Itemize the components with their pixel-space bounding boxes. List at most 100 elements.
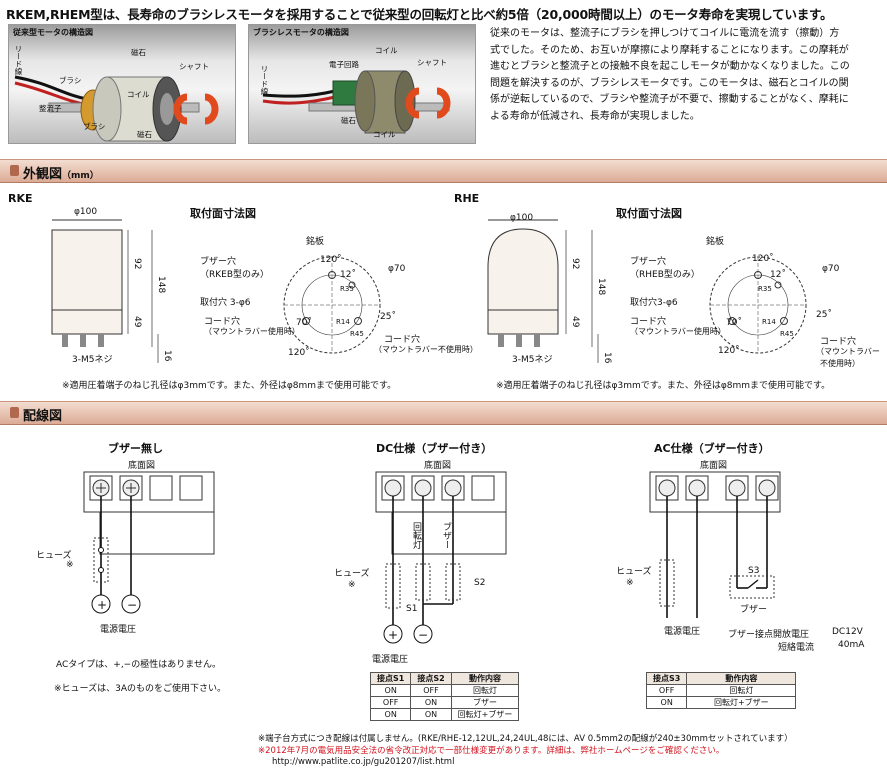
magnet-label-2: 磁石 — [137, 130, 152, 139]
intro-line: 問題を解決するのが、ブラシレスモータです。このモータは、磁石とコイルの関 — [490, 77, 849, 89]
rhe-angle-25: 25˚ — [816, 310, 832, 320]
rke-phi70: φ70 — [388, 264, 406, 274]
wiring-ac-buzzer: ブザー — [740, 605, 768, 615]
wiring-ac-title: AC仕様（ブザー付き） — [654, 442, 770, 455]
rhe-r45: R45 — [780, 330, 794, 338]
rke-cord-hole-note: （マウントラバー使用時） — [204, 327, 300, 336]
intro-line: 進むとブラシと整流子との接触不良を起こしモータが動かなくなりました。この — [490, 61, 850, 72]
section-title: 外観図（mm） — [23, 167, 99, 182]
rke-r45: R45 — [350, 330, 364, 338]
wiring-ac-power: 電源電圧 — [664, 627, 701, 637]
rke-cord-hole-2-note: （マウントラバー不使用時） — [374, 345, 478, 354]
intro-paragraph: 従来のモータは、整流子にブラシを押しつけてコイルに電流を流す（擦動）方 式でした… — [490, 26, 878, 125]
rke-cord-hole: コード穴 — [204, 317, 241, 327]
section-title: 配線図 — [23, 409, 63, 424]
wiring-ac-diagram — [649, 471, 781, 618]
rhe-dim-diameter: φ100 — [510, 213, 534, 223]
section-marker — [10, 165, 19, 176]
rhe-cord-hole-note: （マウントラバー使用時） — [630, 327, 726, 336]
wiring-dc-power: 電源電圧 — [372, 655, 409, 665]
rhe-cord-hole: コード穴 — [630, 317, 667, 327]
footer-url-link[interactable]: http://www.patlite.co.jp/gu201207/list.h… — [272, 757, 455, 767]
rhe-cord-hole-2: コード穴 — [820, 337, 857, 347]
wiring-dc-lamp: 回転灯 — [411, 522, 421, 549]
brushed-motor-illustration: 従来型モータの構造図 リード線 磁石 ブラシ シャフト コイル 整流子 ブラシ … — [8, 24, 236, 144]
rke-mount-title: 取付面寸法図 — [190, 207, 256, 220]
brushless-motor-title: ブラシレスモータの構造図 — [253, 28, 349, 37]
wiring-ac-spec2: 短絡電流 — [778, 643, 815, 653]
rhe-mount-hole: 取付穴3-φ6 — [630, 298, 678, 308]
wiring-ac-bottom: 底面図 — [700, 461, 728, 471]
shaft-label: シャフト — [179, 62, 209, 71]
rke-buzzer-hole: ブザー穴 — [200, 257, 237, 267]
circuit-label: 電子回路 — [329, 60, 359, 69]
wiring-none-title: ブザー無し — [108, 442, 163, 455]
rhe-r35: R35 — [758, 285, 772, 293]
wiring-dc-minus: − — [418, 628, 429, 642]
rhe-cord-hole-2-note-b: 不使用時） — [820, 359, 860, 368]
wiring-ac-s3: S3 — [748, 566, 760, 576]
section-marker — [10, 407, 19, 418]
rke-model-label: RKE — [8, 192, 33, 205]
wiring-dc-s1: S1 — [406, 604, 418, 614]
table-header: 接点S2 — [410, 672, 452, 685]
wiring-none-note1: ACタイプは、+,−の極性はありません。 — [56, 660, 221, 670]
rhe-angle-120b: 120˚ — [718, 346, 740, 356]
rke-dim-16: 16 — [162, 350, 172, 362]
rhe-r14: R14 — [762, 318, 776, 326]
wiring-ac-fuse-mark: ※ — [626, 578, 634, 588]
rke-plate-label: 銘板 — [306, 237, 325, 247]
rke-dim-148: 148 — [156, 276, 166, 294]
page-headline: RKEM,RHEM型は、長寿命のブラシレスモータを採用することで従来型の回転灯と… — [6, 7, 833, 22]
rhe-angle-120: 120˚ — [752, 254, 774, 264]
rhe-dim-49: 49 — [570, 316, 580, 328]
rhe-dim-16: 16 — [602, 352, 612, 364]
rhe-buzzer-hole-note: （RHEB型のみ） — [630, 270, 700, 280]
wiring-none-fuse-mark: ※ — [66, 560, 74, 570]
wiring-dc-title: DC仕様（ブザー付き） — [376, 442, 493, 455]
rke-angle-120b: 120˚ — [288, 348, 310, 358]
lead-wire-label: リード線 — [14, 45, 23, 75]
magnet-label: 磁石 — [131, 48, 146, 57]
rke-r14: R14 — [336, 318, 350, 326]
rhe-buzzer-hole: ブザー穴 — [630, 257, 667, 267]
brush-label-2: ブラシ — [83, 122, 106, 131]
wiring-none-power: 電源電圧 — [100, 625, 137, 635]
rhe-mount-title: 取付面寸法図 — [616, 207, 682, 220]
wiring-dc-plus: + — [388, 628, 399, 642]
rke-cord-hole-2: コード穴 — [384, 335, 421, 345]
table-header: 接点S3 — [645, 672, 688, 685]
footer-note-wiring: ※端子台方式につき配線は付属しません。(RKE/RHE-12,12UL,24,2… — [258, 734, 793, 744]
intro-line: 従来のモータは、整流子にブラシを押しつけてコイルに電流を流す（擦動）方 — [490, 28, 840, 39]
rke-angle-120: 120˚ — [320, 255, 342, 265]
section-header-appearance: 外観図（mm） — [0, 159, 887, 183]
coil-label-2: コイル — [373, 130, 396, 139]
rke-screw-label: 3-M5ネジ — [72, 355, 113, 365]
section-header-wiring: 配線図 — [0, 401, 887, 425]
wiring-ac-spec1-value: DC12V — [832, 627, 863, 637]
rhe-dimension-drawing — [487, 219, 807, 363]
brushless-motor-drawing — [262, 70, 451, 134]
shaft-label: シャフト — [417, 58, 447, 67]
brushed-motor-title: 従来型モータの構造図 — [13, 28, 93, 37]
rke-angle-12: 12˚ — [340, 270, 356, 280]
rhe-angle-70: 70˚ — [726, 318, 742, 328]
rke-mount-hole: 取付穴 3-φ6 — [200, 298, 251, 308]
rhe-cord-hole-2-note: （マウントラバー — [816, 347, 880, 356]
coil-label: コイル — [375, 46, 398, 55]
lead-wire-label: リード線 — [260, 65, 269, 95]
intro-line: よる寿命が低減され、長寿命が実現しました。 — [490, 110, 700, 122]
wiring-none-minus: − — [127, 598, 138, 612]
table-header: 接点S1 — [369, 672, 412, 685]
rke-dim-49: 49 — [132, 316, 142, 328]
rhe-dim-148: 148 — [596, 278, 606, 296]
rhe-model-label: RHE — [454, 192, 480, 205]
wiring-ac-spec1: ブザー接点開放電圧 — [728, 630, 810, 640]
brushed-motor-drawing — [14, 75, 219, 142]
wiring-ac-fuse-label: ヒューズ — [616, 567, 652, 577]
